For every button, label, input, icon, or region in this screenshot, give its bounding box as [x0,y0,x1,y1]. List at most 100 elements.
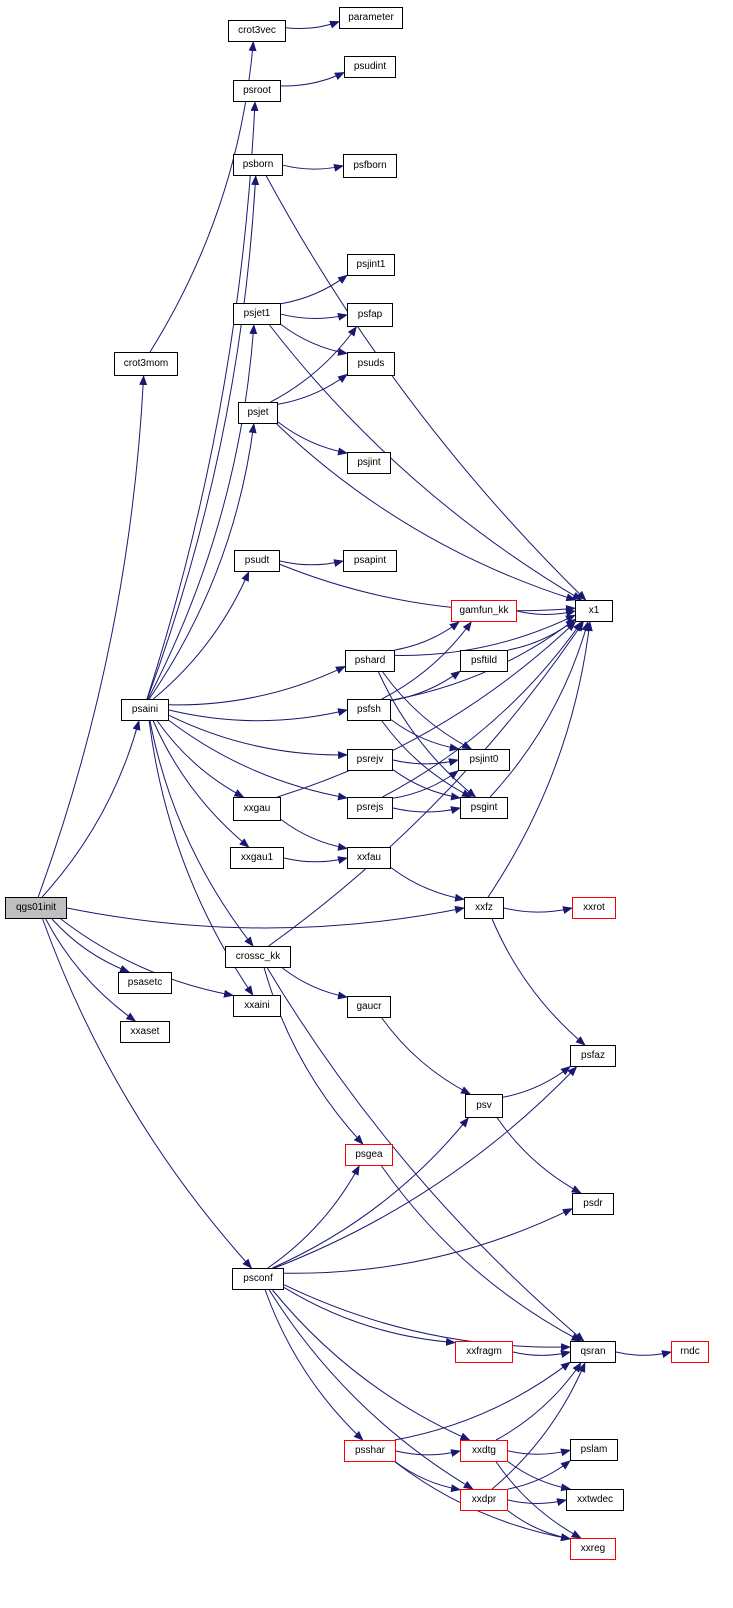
node-xxtwdec[interactable]: xxtwdec [566,1489,624,1511]
node-psfap[interactable]: psfap [347,303,393,327]
node-psfsh[interactable]: psfsh [347,699,391,721]
edge-psaini-to-psborn [146,175,260,700]
node-psjet1[interactable]: psjet1 [233,303,281,325]
node-psjint0[interactable]: psjint0 [458,749,510,771]
node-xxfragm[interactable]: xxfragm [455,1341,513,1363]
edge-psaini-to-psrejs [168,720,348,801]
edge-psjet1-to-psuds [280,324,348,356]
node-xxgau[interactable]: xxgau [233,797,281,821]
node-psftild[interactable]: psftild [460,650,508,672]
node-psjint[interactable]: psjint [347,452,391,474]
edge-crossc_kk-to-qsran [266,967,585,1342]
node-psuds[interactable]: psuds [347,352,395,376]
edge-psaini-to-psrejv [168,714,348,760]
node-psgint[interactable]: psgint [460,797,508,819]
edge-psconf-to-psdr [283,1208,573,1274]
node-qgs01init[interactable]: qgs01init [5,897,67,919]
edge-xxdtg-to-xxtwdec [507,1461,572,1492]
edge-psaini-to-pshard [168,665,346,706]
node-psborn[interactable]: psborn [233,154,283,176]
node-xxreg[interactable]: xxreg [570,1538,616,1560]
edge-xxdpr-to-qsran [491,1362,586,1490]
edge-xxdtg-to-xxreg [495,1461,582,1539]
edge-psconf-to-psv [272,1117,469,1269]
node-psjint1[interactable]: psjint1 [347,254,395,276]
node-xxgau1[interactable]: xxgau1 [230,847,284,869]
edge-gaucr-to-psv [381,1017,471,1095]
node-parameter[interactable]: parameter [339,7,403,29]
node-xxdtg[interactable]: xxdtg [460,1440,508,1462]
edge-qgs01init-to-xxfz [66,905,465,929]
edge-psrejv-to-psjint0 [392,758,459,766]
edge-qgs01init-to-psasetc [51,918,130,973]
node-gamfun_kk[interactable]: gamfun_kk [451,600,517,622]
edge-psjet-to-x1 [276,423,577,602]
node-crot3mom[interactable]: crot3mom [114,352,178,376]
edge-psjet1-to-psfap [280,312,348,321]
edge-psborn-to-psfborn [282,163,344,172]
edge-psv-to-psfaz [502,1065,571,1098]
node-psshar[interactable]: psshar [344,1440,396,1462]
edge-psudt-to-x1 [279,563,576,613]
node-xxaini[interactable]: xxaini [233,995,281,1017]
node-psgea[interactable]: psgea [345,1144,393,1166]
node-psaini[interactable]: psaini [121,699,169,721]
node-xxfz[interactable]: xxfz [464,897,504,919]
node-psudt[interactable]: psudt [234,550,280,572]
node-gaucr[interactable]: gaucr [347,996,391,1018]
node-psrejs[interactable]: psrejs [347,797,393,819]
edge-psconf-to-xxdtg [272,1289,471,1441]
edge-psjet-to-psjint [277,421,348,456]
node-crossc_kk[interactable]: crossc_kk [225,946,291,968]
edge-xxfragm-to-qsran [512,1350,571,1358]
edge-psborn-to-x1 [265,175,587,601]
edge-psconf-to-psgea [267,1165,360,1269]
node-xxaset[interactable]: xxaset [120,1021,170,1043]
edge-pshard-to-psgint [378,671,477,798]
edge-psaini-to-xxgau [156,720,245,798]
node-xxdpr[interactable]: xxdpr [460,1489,508,1511]
edge-psaini-to-crossc_kk [149,720,254,947]
edge-qgs01init-to-xxaset [45,918,137,1022]
node-pslam[interactable]: pslam [570,1439,618,1461]
edge-psaini-to-psjet [148,423,257,700]
edge-qgs01init-to-crot3mom [37,375,148,898]
edge-qgs01init-to-psconf [42,918,253,1269]
node-psapint[interactable]: psapint [343,550,397,572]
node-psudint[interactable]: psudint [344,56,396,78]
node-psroot[interactable]: psroot [233,80,281,102]
edge-xxdpr-to-xxtwdec [507,1498,567,1506]
node-crot3vec[interactable]: crot3vec [228,20,286,42]
edge-psfsh-to-gamfun_kk [381,621,472,700]
node-qsran[interactable]: qsran [570,1341,616,1363]
node-rndc[interactable]: rndc [671,1341,709,1363]
node-xxfau[interactable]: xxfau [347,847,391,869]
node-psasetc[interactable]: psasetc [118,972,172,994]
node-psconf[interactable]: psconf [232,1268,284,1290]
node-pshard[interactable]: pshard [345,650,395,672]
edge-psjet-to-psuds [277,373,348,405]
edge-xxfz-to-psfaz [491,918,586,1046]
edge-psconf-to-psshar [264,1289,364,1441]
edge-psshar-to-qsran [394,1361,571,1441]
edge-pshard-to-x1 [394,614,576,656]
node-psrejv[interactable]: psrejv [347,749,393,771]
node-psfaz[interactable]: psfaz [570,1045,616,1067]
node-psdr[interactable]: psdr [572,1193,614,1215]
node-psv[interactable]: psv [465,1094,503,1118]
edge-psshar-to-xxdtg [395,1449,461,1457]
edge-psjet1-to-x1 [269,324,583,601]
edge-xxdtg-to-qsran [495,1362,582,1441]
edge-psconf-to-xxfragm [283,1286,456,1346]
edge-xxdtg-to-pslam [507,1448,571,1457]
node-psfborn[interactable]: psfborn [343,154,397,178]
node-psjet[interactable]: psjet [238,402,278,424]
edge-psaini-to-psfsh [168,708,348,722]
edge-xxfau-to-xxfz [390,867,465,902]
node-xxrot[interactable]: xxrot [572,897,616,919]
edge-pshard-to-psjint0 [382,671,473,750]
edge-psaini-to-xxgau1 [152,720,250,848]
node-x1[interactable]: x1 [575,600,613,622]
edge-psv-to-psdr [496,1117,582,1194]
edge-xxgau-to-xxfau [280,819,348,851]
